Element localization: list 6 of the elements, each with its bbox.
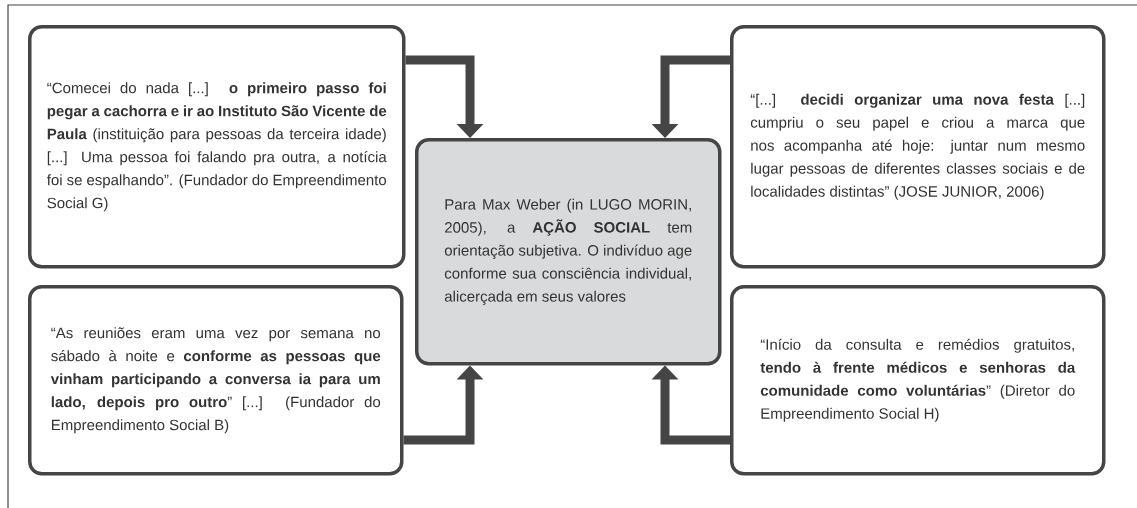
arrow bbox=[405, 55, 484, 138]
quote-box: “As reuniões eram uma vez por semana no sábado à noite e conforme as pessoas que vinham participando a conversa ia para um lado, depois pro outro” [...] (Fundador do Empreendimento Social B) bbox=[28, 285, 404, 476]
quote-box: “Início da consulta e remédios gratuitos, tendo à frente médicos e senhoras da comunidade como voluntárias” (Diretor do Empreendimento Social H) bbox=[730, 285, 1106, 476]
center-box: Para Max Weber (in LUGO MORIN, 2005), a AÇÃO SOCIAL tem orientação subjetiva. O indivíduo age conforme sua consciência individual, alicerçada em seus valores bbox=[415, 138, 722, 366]
quote-box: “Comecei do nada [...] o primeiro passo foi pegar a cachorra e ir ao Instituto São Vicente de Paula (instituição para pessoas da terceira idade) [...] Uma pessoa foi falando pra outra, a notícia foi se espalhando”. (Fundador do Empreendimento Social G) bbox=[28, 25, 406, 269]
quote-box: “[...] decidi organizar uma nova festa [...] cumpriu o seu papel e criou a marca que nos acompanha até hoje: juntar num mesmo lugar pessoas de diferentes classes sociais e de localidades distintas” (JOSE JUNIOR, 2006) bbox=[730, 25, 1106, 269]
